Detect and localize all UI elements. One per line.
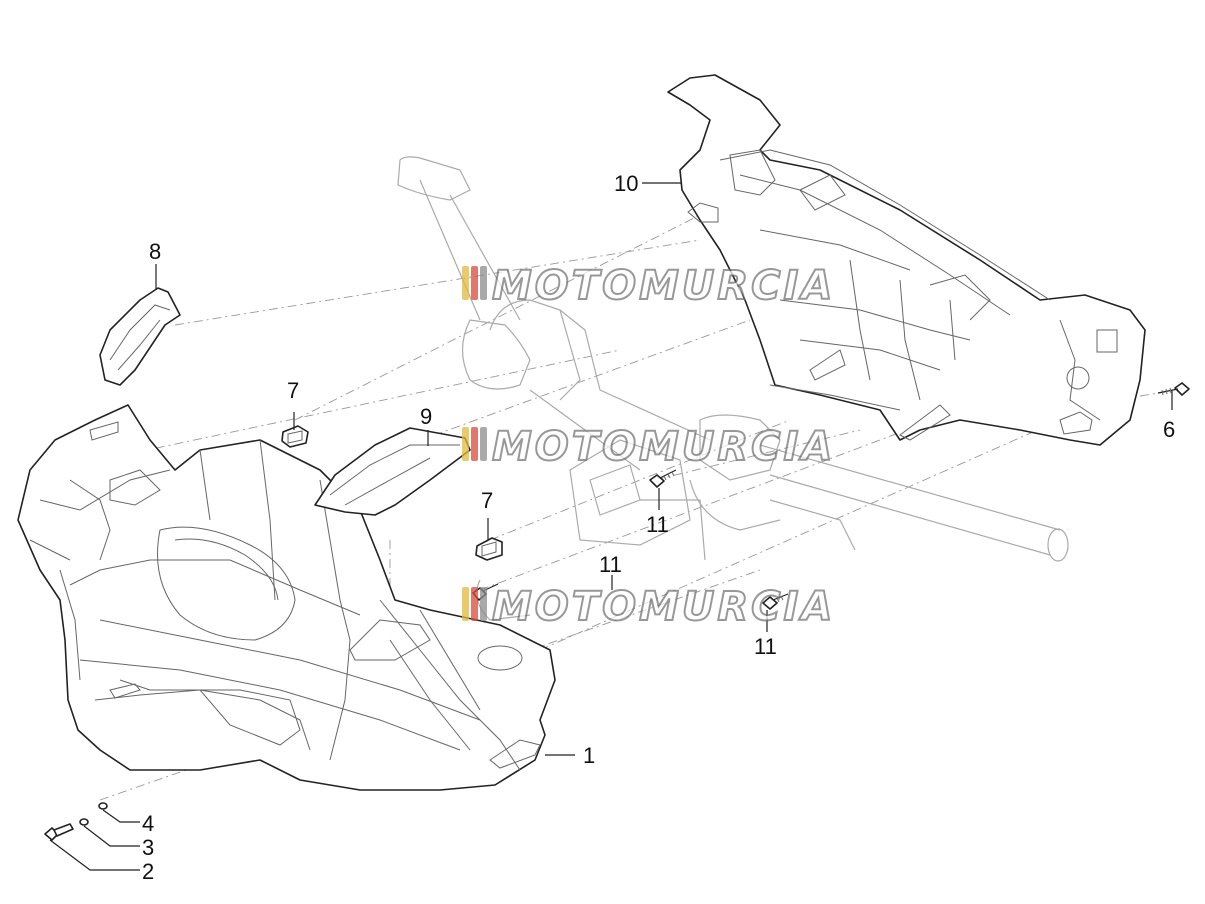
watermark-bottom: MOTOMURCIA (462, 583, 835, 631)
callout-11-lower: 11 (754, 634, 777, 659)
watermark-text: MOTOMURCIA (492, 584, 835, 630)
part-7-clip-upper (281, 425, 309, 448)
callout-11-middle: 11 (599, 552, 622, 577)
washer-3 (79, 818, 89, 826)
watermark-stripe (480, 266, 487, 300)
part-7-clip-lower (475, 537, 503, 561)
watermark-stripe (462, 587, 469, 621)
watermark-stripe (462, 427, 469, 461)
watermark-stripe (480, 587, 487, 621)
callout-3: 3 (142, 835, 154, 860)
part-9-cover (314, 427, 471, 516)
watermark-middle: MOTOMURCIA (462, 423, 835, 471)
callout-labels: 1 2 3 4 6 7 7 8 9 10 11 11 11 (142, 171, 1175, 884)
screw-11-upper (649, 469, 677, 488)
screw-11-lower (762, 593, 789, 610)
handlebar-frame (397, 156, 1069, 621)
watermark-top: MOTOMURCIA (462, 262, 835, 310)
callout-1: 1 (583, 743, 595, 768)
part-8-cover (99, 287, 181, 386)
watermark-stripe (462, 266, 469, 300)
watermark-stripe (471, 266, 478, 300)
watermark-stripe (480, 427, 487, 461)
washer-4 (98, 802, 108, 810)
callout-11-upper: 11 (646, 512, 669, 537)
callout-7-lower: 7 (481, 488, 493, 513)
callout-7-upper: 7 (287, 378, 299, 403)
screw-6 (1157, 382, 1190, 396)
callout-4: 4 (142, 811, 154, 836)
callout-8: 8 (149, 239, 161, 264)
leader-lines (49, 182, 1173, 871)
watermark-stripe (471, 427, 478, 461)
callout-6: 6 (1163, 417, 1175, 442)
watermark-text: MOTOMURCIA (492, 424, 835, 470)
watermark-text: MOTOMURCIA (492, 263, 835, 309)
callout-2: 2 (142, 859, 154, 884)
bolt-2 (44, 823, 74, 841)
rear-handlebar-cover (667, 74, 1146, 446)
callout-10: 10 (614, 171, 638, 196)
front-handlebar-cover (17, 404, 556, 791)
callout-9: 9 (420, 404, 432, 429)
watermark-stripe (471, 587, 478, 621)
